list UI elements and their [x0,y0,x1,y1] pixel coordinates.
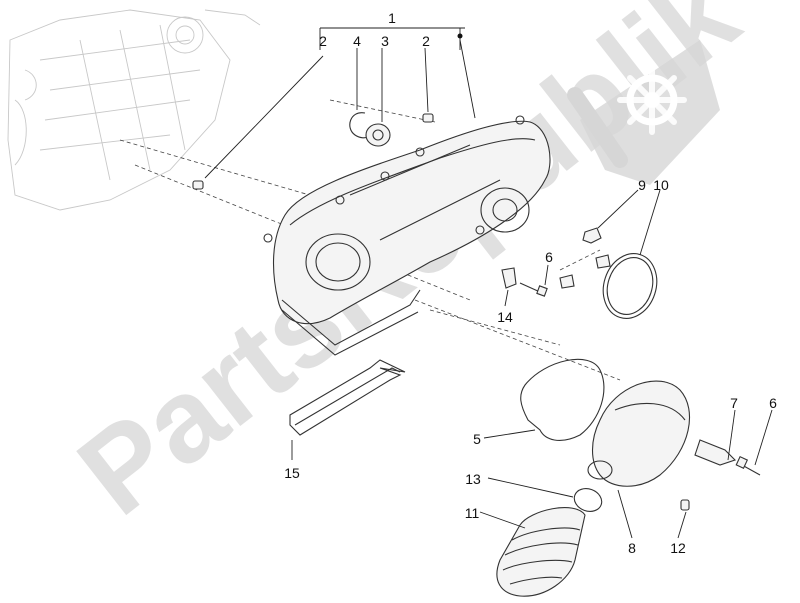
nut-small [582,227,602,244]
callout-9: 9 [638,177,646,193]
callout-14: 14 [497,309,513,325]
dowel-pin-lower [192,180,204,190]
bracket-clip [559,254,611,289]
engine-block-ghost [7,9,261,211]
callout-7: 7 [730,395,738,411]
callout-6-upper: 6 [545,249,553,265]
callout-3: 3 [381,33,389,49]
callout-11: 11 [465,505,480,521]
mounting-bracket [694,439,737,466]
intake-cover [587,380,691,487]
bearing [365,123,391,147]
callout-12: 12 [670,540,686,556]
callout-2-left: 2 [319,33,327,49]
leader-lines [204,27,773,539]
callout-13: 13 [465,471,481,487]
callout-dot [457,33,463,39]
callout-6-lower: 6 [769,395,777,411]
dowel-pin-upper [422,113,434,123]
hose [289,359,406,436]
bolt-upper [519,282,548,297]
crankcase-cover [263,115,551,356]
callout-15: 15 [284,465,300,481]
callout-labels: 1 2 4 3 2 9 10 6 14 5 7 6 15 13 11 8 12 [284,10,777,556]
callout-8: 8 [628,540,636,556]
bellows-duct [496,507,586,597]
callout-1: 1 [388,10,396,26]
screw-small [680,499,690,511]
gasket [520,358,605,441]
bracket-clip-14 [501,267,517,289]
hose-clamp [573,488,603,512]
callout-5: 5 [473,431,481,447]
callout-4: 4 [353,33,361,49]
watermark-gear-logo [567,40,720,185]
callout-10: 10 [653,177,669,193]
bolt-lower [735,455,761,476]
callout-2-right: 2 [422,33,430,49]
